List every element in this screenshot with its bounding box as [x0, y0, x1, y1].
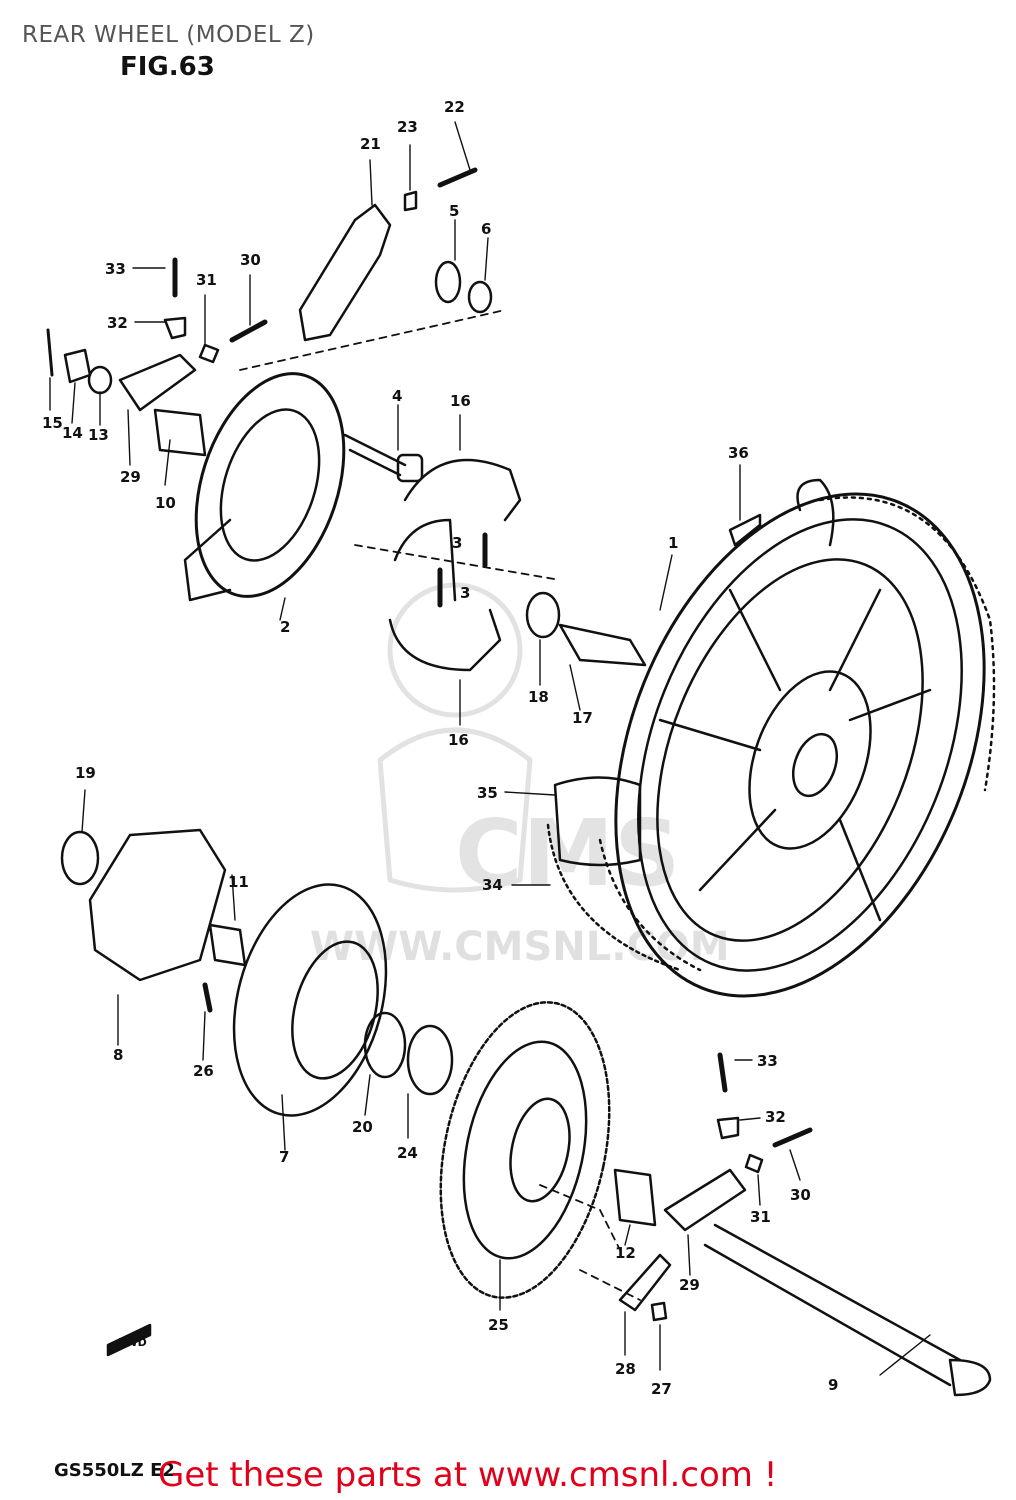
callout-35: 35: [477, 784, 498, 802]
callout-8: 8: [113, 1046, 123, 1064]
callout-16a: 16: [450, 392, 471, 410]
callout-4: 4: [392, 387, 402, 405]
callout-29b: 29: [679, 1276, 700, 1294]
bolt-22: [437, 167, 478, 188]
rear-wheel-tyre: [598, 478, 996, 998]
callout-3b: 3: [460, 584, 470, 602]
page-title: REAR WHEEL (MODEL Z): [22, 22, 315, 48]
callout-18: 18: [528, 688, 549, 706]
callout-32b: 32: [765, 1108, 786, 1126]
callout-21: 21: [360, 135, 381, 153]
spacer-17: [558, 623, 647, 667]
spacer-11: [208, 923, 247, 967]
valve-36: [728, 513, 762, 547]
callout-13: 13: [88, 426, 109, 444]
callout-32a: 32: [107, 314, 128, 332]
callout-19: 19: [75, 764, 96, 782]
brake-cam: [343, 433, 407, 477]
brake-panel: [183, 372, 346, 602]
callout-12: 12: [615, 1244, 636, 1262]
callout-26: 26: [193, 1062, 214, 1080]
callout-33b: 33: [757, 1052, 778, 1070]
fwd-label: FWD: [118, 1336, 147, 1349]
callout-1: 1: [668, 534, 678, 552]
torque-link-21: [298, 203, 392, 342]
bolt-26: [202, 982, 213, 1013]
callout-31b: 31: [750, 1208, 771, 1226]
nut-27: [650, 1301, 668, 1322]
seal-24: [406, 1024, 454, 1096]
callout-16b: 16: [448, 731, 469, 749]
bolt-30: [229, 319, 268, 343]
callout-34: 34: [482, 876, 503, 894]
callout-33a: 33: [105, 260, 126, 278]
buy-parts-link[interactable]: Get these parts at www.cmsnl.com !: [158, 1455, 778, 1495]
callout-27: 27: [651, 1380, 672, 1398]
brake-shoes: [388, 458, 522, 672]
model-code: GS550LZ E2: [54, 1460, 175, 1481]
callout-10: 10: [155, 494, 176, 512]
cushion-set-8: [88, 828, 227, 982]
sprocket-25: [439, 1001, 611, 1299]
callout-31a: 31: [196, 271, 217, 289]
washer-6: [467, 280, 493, 314]
callout-25: 25: [488, 1316, 509, 1334]
spacer-10: [153, 408, 207, 457]
callout-17: 17: [572, 709, 593, 727]
callout-6: 6: [481, 220, 491, 238]
bearing-19: [60, 830, 100, 886]
chain-adjuster-28: [618, 1253, 672, 1312]
nut-31-lower: [744, 1153, 764, 1174]
callout-14: 14: [62, 424, 83, 442]
callout-9: 9: [828, 1376, 838, 1394]
callout-3a: 3: [452, 534, 462, 552]
callout-36: 36: [728, 444, 749, 462]
bearing-20: [363, 1011, 407, 1079]
torque-arm-29: [118, 353, 197, 412]
brake-springs: [437, 532, 488, 608]
callout-7: 7: [279, 1148, 289, 1166]
nut-32-lower: [716, 1116, 740, 1140]
callout-20: 20: [352, 1118, 373, 1136]
sprocket-drum-7: [232, 883, 388, 1117]
spacer-12: [613, 1168, 657, 1227]
inner-tube-35: [553, 776, 642, 867]
rear-axle-9: [703, 1223, 992, 1397]
callout-30b: 30: [790, 1186, 811, 1204]
callout-29a: 29: [120, 468, 141, 486]
callout-30a: 30: [240, 251, 261, 269]
bolt-30-lower: [772, 1127, 813, 1148]
torque-arm-29-lower: [663, 1168, 747, 1232]
fwd-arrow-icon: [106, 1323, 152, 1357]
callout-28: 28: [615, 1360, 636, 1378]
callout-11: 11: [228, 873, 249, 891]
callout-15: 15: [42, 414, 63, 432]
callout-2: 2: [280, 618, 290, 636]
callout-24: 24: [397, 1144, 418, 1162]
bolt-33-lower: [717, 1052, 728, 1093]
cotter-pin-15: [46, 328, 54, 377]
callout-5: 5: [449, 202, 459, 220]
rim-band-34: [546, 823, 682, 972]
nut-32: [163, 316, 187, 340]
callout-23: 23: [397, 118, 418, 136]
nut-31: [198, 343, 220, 364]
washer-13: [87, 365, 113, 395]
callout-22: 22: [444, 98, 465, 116]
washer-5: [434, 260, 462, 304]
nut-23: [403, 190, 418, 212]
nut-14: [63, 348, 92, 384]
bearing-18: [525, 591, 561, 639]
figure-number: FIG.63: [120, 52, 215, 82]
